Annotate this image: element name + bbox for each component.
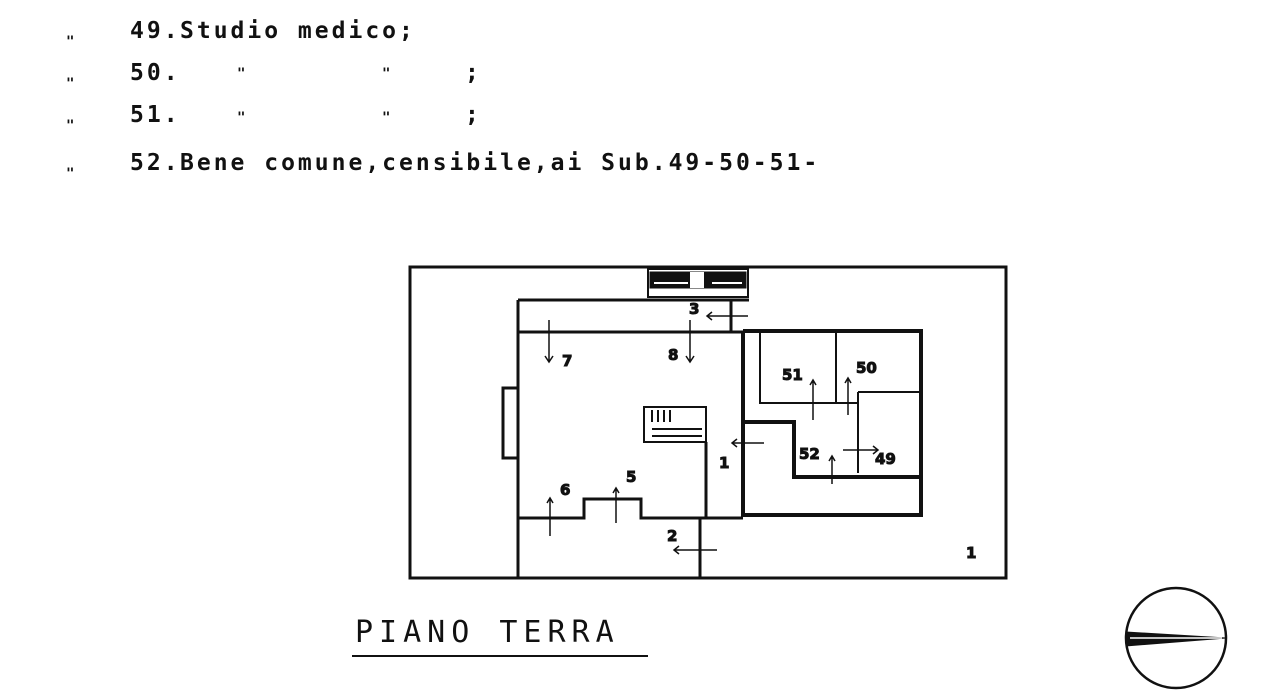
plan-title: PIANO TERRA <box>355 615 620 650</box>
unit-label-50: 50 <box>856 359 877 377</box>
legend-end: ; <box>465 60 482 86</box>
unit-label-51: 51 <box>782 366 803 384</box>
access-label-7: 7 <box>562 352 572 370</box>
property-boundary <box>408 265 1008 580</box>
legend-text: Bene comune,censibile,ai Sub.49-50-51- <box>180 150 821 176</box>
ditto-mark: " <box>382 110 391 126</box>
unit-label-52: 52 <box>799 445 820 463</box>
title-underline <box>352 655 648 657</box>
yard-label-1: 1 <box>966 544 976 562</box>
ditto-marker: " <box>66 118 75 134</box>
legend-number: 51. <box>130 102 181 128</box>
access-label-3: 3 <box>689 300 699 318</box>
legend-number: 50. <box>130 60 181 86</box>
unit-label-49: 49 <box>875 450 896 468</box>
access-label-2: 2 <box>667 527 677 545</box>
inner-staircase <box>643 406 707 443</box>
ditto-mark: " <box>237 110 246 126</box>
legend-number: 49. <box>130 18 181 44</box>
interior-walls <box>759 332 921 473</box>
top-staircase <box>647 268 749 298</box>
access-label-8: 8 <box>668 346 678 364</box>
ditto-mark: " <box>382 66 391 82</box>
building-walls <box>501 298 749 578</box>
ditto-marker: " <box>66 76 75 92</box>
ditto-mark: " <box>237 66 246 82</box>
legend-end: ; <box>465 102 482 128</box>
access-label-5: 5 <box>626 468 636 486</box>
units-block <box>741 329 923 517</box>
ditto-marker: " <box>66 166 75 182</box>
access-arrows <box>544 311 880 555</box>
access-label-1: 1 <box>719 454 729 472</box>
access-label-6: 6 <box>560 481 570 499</box>
ditto-marker: " <box>66 34 75 50</box>
legend-number: 52. <box>130 150 181 176</box>
legend-text: Studio medico; <box>180 18 416 44</box>
north-arrow-icon <box>1124 586 1228 690</box>
